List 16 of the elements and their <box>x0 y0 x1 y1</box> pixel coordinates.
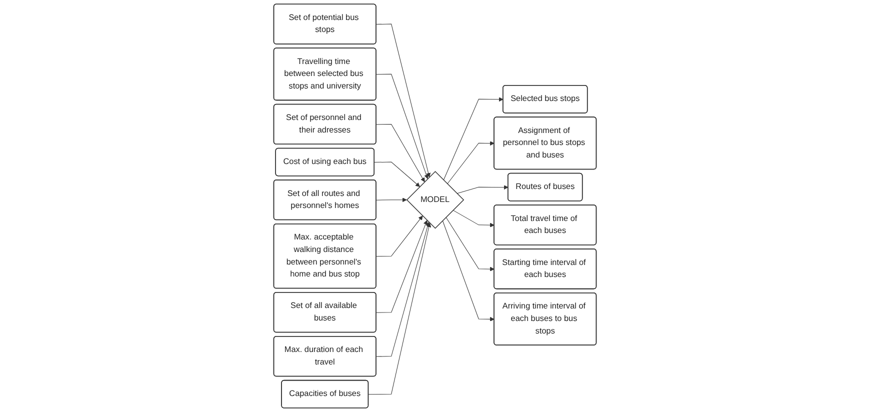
arrow <box>456 185 508 194</box>
arrow <box>447 141 494 184</box>
arrow <box>446 216 494 272</box>
arrow <box>368 222 432 395</box>
node-diamond: MODEL <box>406 170 464 229</box>
arrow <box>442 220 494 322</box>
arrow <box>376 222 430 357</box>
arrow <box>376 198 407 202</box>
arrow <box>376 216 423 257</box>
arrow <box>452 210 494 228</box>
arrow <box>376 24 431 178</box>
arrow <box>443 97 504 180</box>
arrow <box>376 74 428 180</box>
arrow <box>376 220 428 313</box>
arrow <box>376 124 425 182</box>
arrow <box>374 162 420 187</box>
